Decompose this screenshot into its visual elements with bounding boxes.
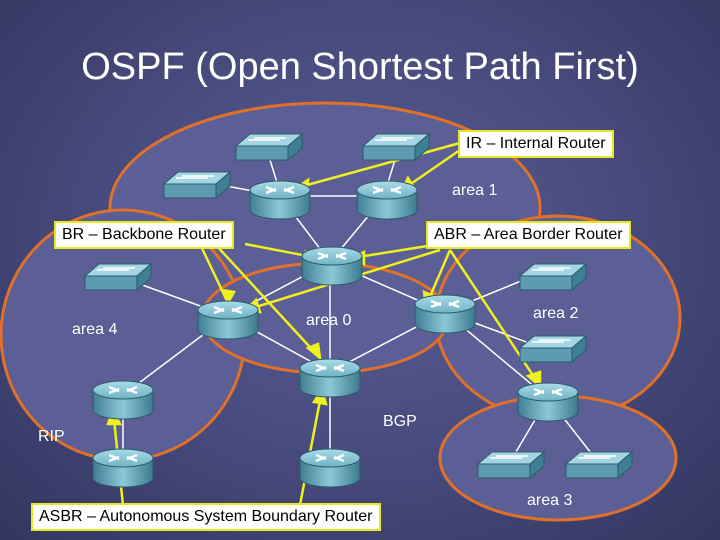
area-4-label: area 4 — [72, 321, 118, 338]
router-icon — [91, 379, 155, 421]
switch-icon — [163, 171, 231, 199]
page-title: OSPF (Open Shortest Path First) — [81, 46, 639, 88]
switch-icon — [519, 263, 587, 291]
br-callout: BR – Backbone Router — [54, 221, 234, 249]
area-0-label: area 0 — [306, 312, 352, 329]
switch-icon — [477, 451, 545, 479]
area-2-label: area 2 — [533, 305, 579, 322]
bgp-label: BGP — [383, 413, 417, 430]
router-icon — [413, 293, 477, 335]
switch-icon — [362, 133, 430, 161]
router-icon — [91, 447, 155, 489]
area-3-label: area 3 — [527, 492, 573, 509]
area-1-label: area 1 — [452, 182, 498, 199]
switch-icon — [84, 263, 152, 291]
asbr-callout: ASBR – Autonomous System Boundary Router — [31, 503, 381, 531]
router-icon — [196, 299, 260, 341]
abr-callout: ABR – Area Border Router — [426, 221, 631, 249]
router-icon — [516, 381, 580, 423]
switch-icon — [519, 335, 587, 363]
switch-icon — [235, 133, 303, 161]
router-icon — [248, 179, 312, 221]
router-icon — [298, 357, 362, 399]
router-icon — [298, 447, 362, 489]
ir-callout: IR – Internal Router — [458, 130, 614, 158]
router-icon — [355, 179, 419, 221]
router-icon — [300, 245, 364, 287]
switch-icon — [565, 451, 633, 479]
rip-label: RIP — [38, 428, 65, 445]
